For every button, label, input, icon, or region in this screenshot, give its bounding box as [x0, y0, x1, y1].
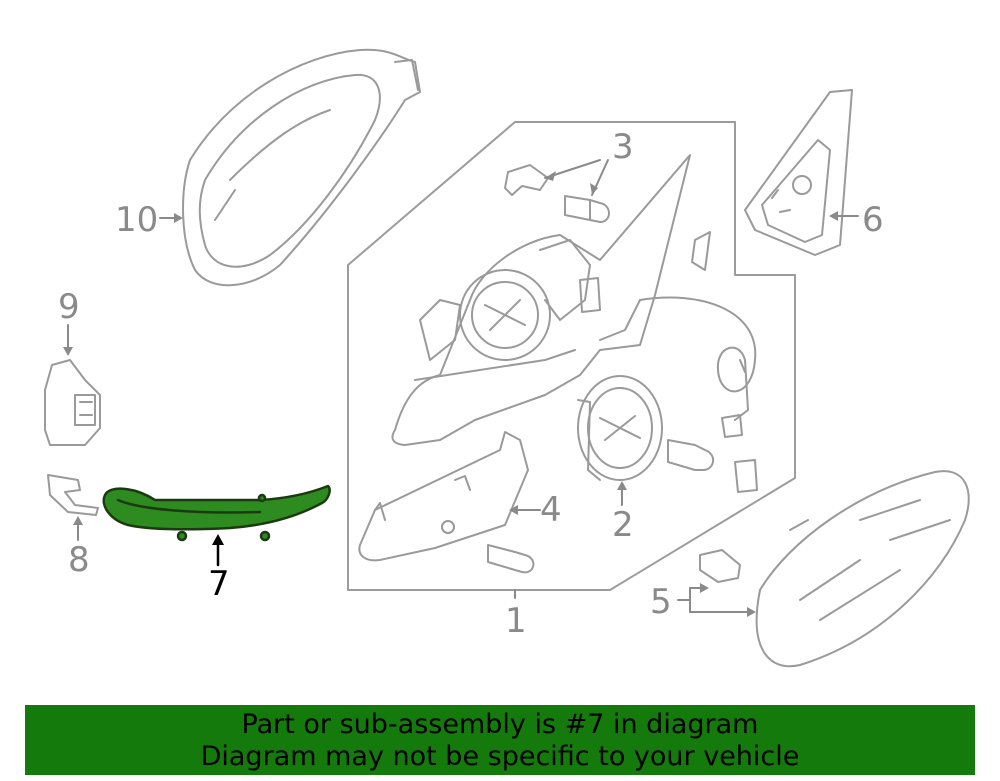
trim-piece-part-8: [47, 474, 99, 516]
leader-lines: [67, 159, 859, 613]
arrowheads: [63, 171, 838, 617]
callout-5: 5: [650, 582, 672, 622]
callout-3: 3: [612, 127, 634, 167]
callout-9: 9: [58, 287, 80, 327]
clip-part-3: [504, 164, 610, 223]
callout-1: 1: [505, 601, 527, 641]
housing-cover-part-10: [182, 48, 421, 287]
info-banner: Part or sub-assembly is #7 in diagram Di…: [25, 705, 975, 775]
callout-7: 7: [208, 564, 230, 604]
mirror-glass-part-5: [699, 470, 970, 668]
banner-line-2: Diagram may not be specific to your vehi…: [200, 741, 800, 772]
callout-10: 10: [115, 200, 159, 240]
mirror-base-assembly: [391, 154, 758, 493]
banner-line-1: Part or sub-assembly is #7 in diagram: [241, 709, 759, 740]
callout-6: 6: [862, 200, 884, 240]
callout-4: 4: [540, 490, 562, 530]
light-module-part-9: [44, 359, 101, 446]
triangle-trim-part-6: [744, 89, 853, 256]
bracket-part-4: [358, 431, 535, 574]
callout-2: 2: [612, 505, 634, 545]
callout-8: 8: [68, 540, 90, 580]
assembly-frame: [347, 121, 796, 591]
parts-diagram: [44, 48, 970, 668]
turn-signal-lamp-part-7: [102, 484, 331, 542]
actuator-part-2: [577, 375, 714, 481]
